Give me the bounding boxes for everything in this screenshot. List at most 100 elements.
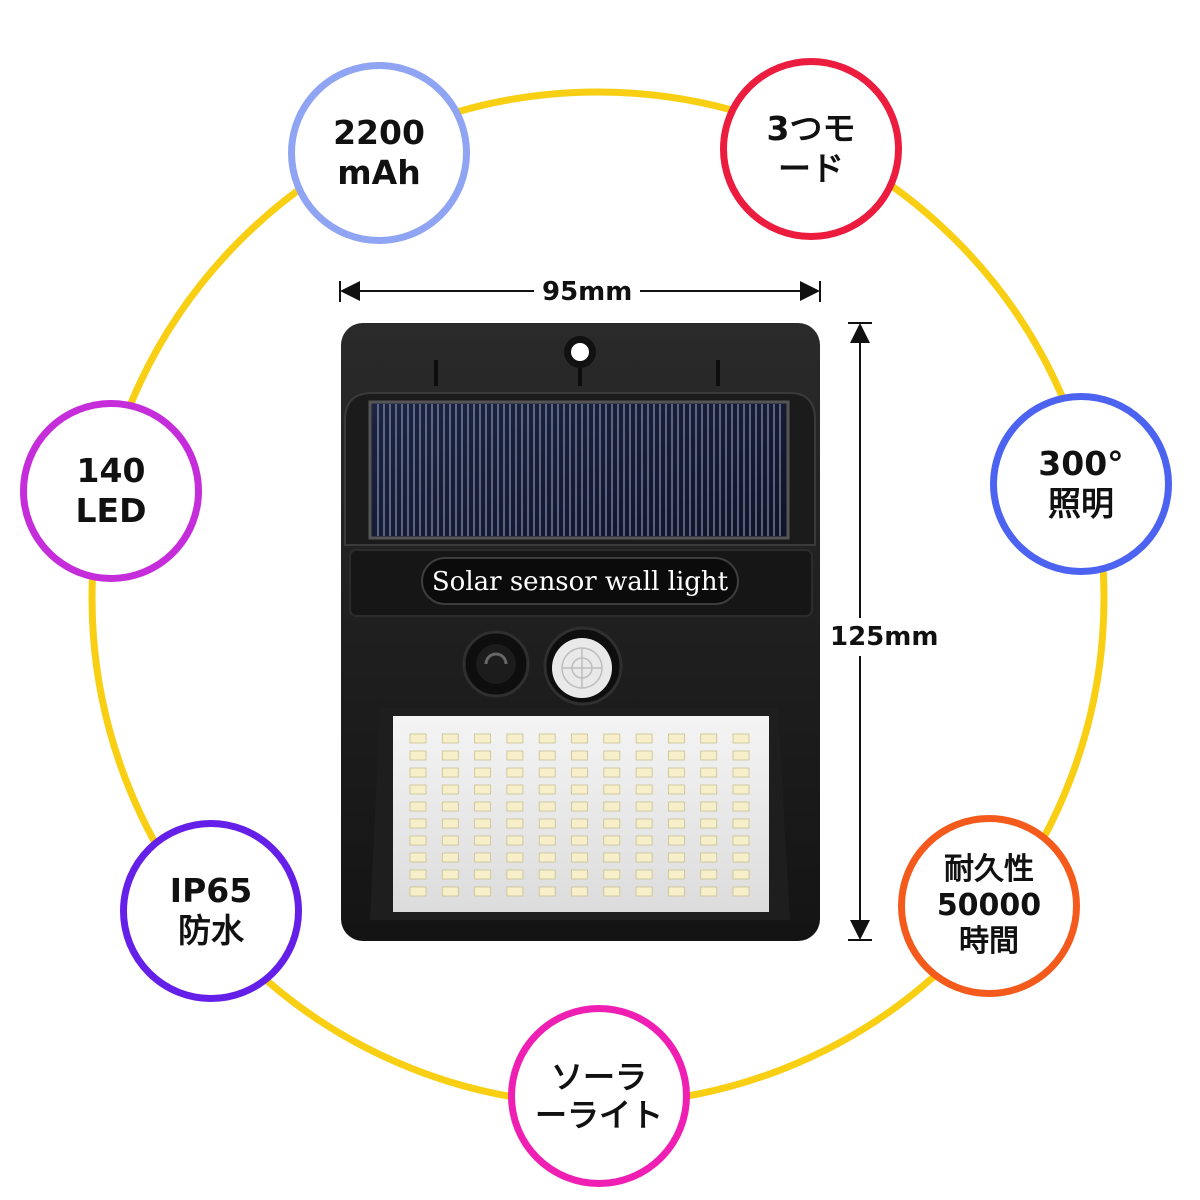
product-label-text: Solar sensor wall light [431,567,729,597]
led-chip [603,835,621,846]
led-chip [538,852,556,863]
led-chip [441,886,459,897]
led-chip [441,733,459,744]
led-chip [571,886,588,897]
led-chip [506,852,524,863]
led-chip [571,869,588,880]
led-chip [474,818,492,829]
badge-line: 防水 [178,911,244,950]
badge-line: 300° [1038,444,1124,484]
led-chip [571,835,588,846]
led-chip [668,835,685,846]
led-chip [635,886,653,897]
led-chip [603,733,621,744]
led-chip [700,835,718,846]
led-chip [506,767,524,778]
led-chip [409,733,427,744]
led-chip [409,835,427,846]
led-chip [668,869,685,880]
led-chip [571,733,588,744]
badge-line: IP65 [169,871,253,911]
led-chip [571,852,588,863]
led-chip [409,852,427,863]
led-chip [635,835,653,846]
led-chip [603,750,621,761]
badge-line: 140 [76,451,146,491]
led-chip [474,869,492,880]
led-chip [506,750,524,761]
led-chip [668,767,685,778]
led-chip [441,852,459,863]
badge-line: LED [75,491,147,530]
led-chip [603,818,621,829]
led-chip [441,818,459,829]
badge-line: ソーラ [550,1057,647,1096]
solar-panel [368,400,790,540]
led-chip [635,818,653,829]
led-chip [538,767,556,778]
led-chip [668,852,685,863]
led-chip [506,835,524,846]
led-chip [668,750,685,761]
led-chip [441,801,459,812]
led-chip [571,801,588,812]
led-chip [506,784,524,795]
led-chip [538,801,556,812]
led-chip [603,886,621,897]
led-chip [603,852,621,863]
badge-line: 時間 [959,924,1019,959]
led-chip [409,750,427,761]
led-chip [700,869,718,880]
led-chip [474,852,492,863]
led-chip [700,767,718,778]
led-chip [603,784,621,795]
led-chip [441,784,459,795]
led-chip [474,733,492,744]
lighting-angle-badge: 300° 照明 [990,393,1172,575]
led-chip [571,784,588,795]
waterproof-rating-badge: IP65 防水 [120,820,302,1002]
led-chip [409,818,427,829]
badge-line: 50000 [936,888,1042,923]
battery-capacity-badge: 2200 mAh [288,62,470,244]
led-chip [538,869,556,880]
led-chip [506,886,524,897]
led-chip [635,801,653,812]
led-chip [409,869,427,880]
badge-line: mAh [337,153,421,192]
led-chip [635,852,653,863]
led-chip [668,886,685,897]
led-chip [409,784,427,795]
led-chip [732,852,750,863]
led-chip [668,784,685,795]
led-chip [700,852,718,863]
led-chip [700,750,718,761]
badge-line: ーライト [534,1096,663,1134]
product-label: Solar sensor wall light [422,560,738,604]
led-chip [506,733,524,744]
led-chip [732,801,750,812]
led-chip [668,818,685,829]
badge-line: 3つモ [766,109,856,149]
led-array [393,716,769,912]
led-chip [732,818,750,829]
led-chip [538,886,556,897]
led-chip [732,733,750,744]
led-chip [668,733,685,744]
led-chip [474,835,492,846]
led-chip [732,784,750,795]
badge-line: 2200 [333,113,425,153]
led-chip [668,801,685,812]
led-chip [571,767,588,778]
led-chip [732,750,750,761]
solar-light-badge: ソーラ ーライト [508,1005,690,1187]
badge-line: 照明 [1048,484,1114,523]
led-chip [603,767,621,778]
height-label: 125mm [828,618,941,656]
led-chip [441,835,459,846]
led-chip [474,767,492,778]
led-chip [538,818,556,829]
led-chip [635,767,653,778]
led-chip [635,733,653,744]
